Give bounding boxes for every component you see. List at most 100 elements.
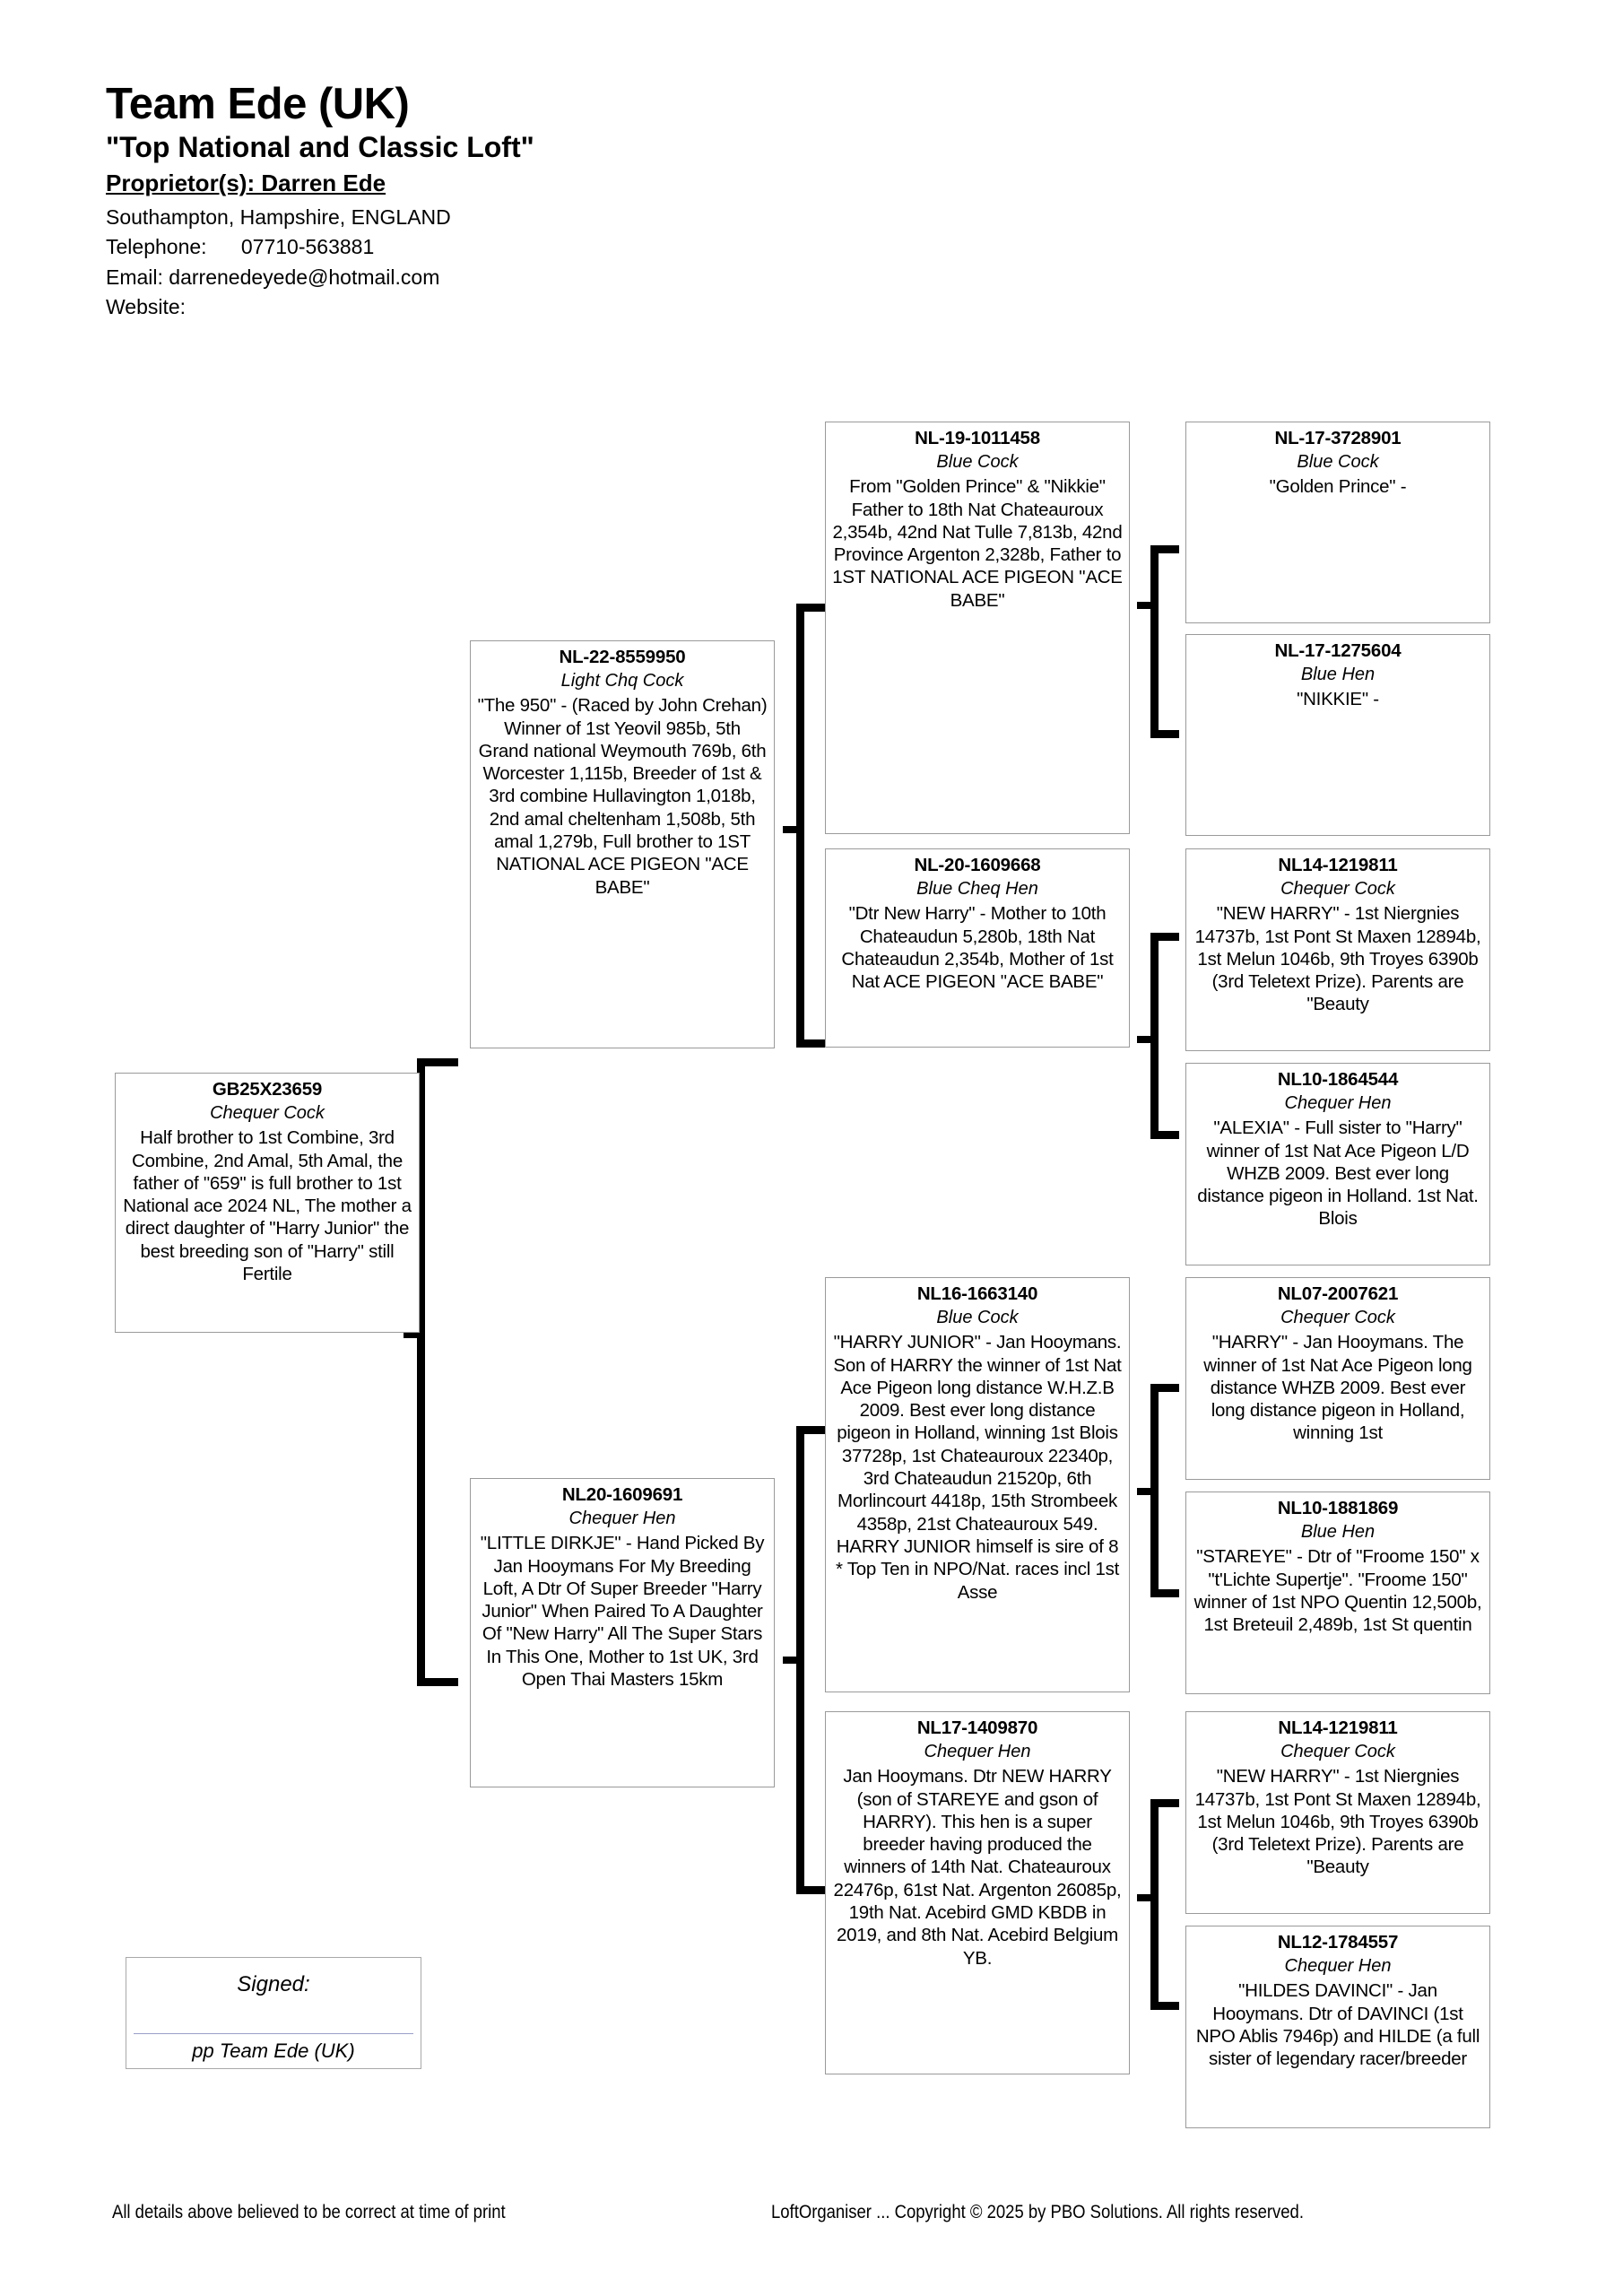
ss-sire-ring-number: NL-17-3728901 [1274, 428, 1402, 448]
pedigree-box-subject[interactable]: GB25X23659 Chequer Cock Half brother to … [115, 1073, 420, 1333]
connector-sire-in [783, 826, 801, 833]
connector-ds-in [1137, 1488, 1155, 1495]
ds-dam-notes: "STAREYE" - Dtr of "Froome 150" x "t'Lic… [1193, 1546, 1482, 1636]
connector-dam-to-dd [796, 1886, 829, 1894]
pedigree-box-ss-sire[interactable]: NL-17-3728901 Blue Cock "Golden Prince" … [1185, 422, 1490, 623]
footer-copyright: LoftOrganiser ... Copyright © 2025 by PB… [771, 2202, 1304, 2222]
sd-dam-ring-number: NL10-1864544 [1277, 1069, 1399, 1090]
sire-sire-notes: From "Golden Prince" & "Nikkie" Father t… [832, 476, 1123, 611]
connector-ds-to-sire [1150, 1384, 1179, 1392]
ds-sire-ring-number: NL07-2007621 [1277, 1283, 1399, 1304]
connector-sd-to-dam [1150, 1131, 1179, 1139]
dd-dam-ring-number: NL12-1784557 [1277, 1932, 1399, 1952]
dam-ring-number: NL20-1609691 [561, 1484, 683, 1505]
connector-sire-to-ss [796, 604, 829, 612]
pedigree-box-ss-dam[interactable]: NL-17-1275604 Blue Hen "NIKKIE" - [1185, 634, 1490, 836]
connector-sire-spine [796, 604, 804, 1048]
footer-disclaimer: All details above believed to be correct… [112, 2202, 506, 2222]
dam-sire-ring-number: NL16-1663140 [916, 1283, 1038, 1304]
connector-sd-in [1137, 1036, 1155, 1043]
signed-label: Signed: [237, 1972, 310, 1996]
dam-sire-notes: "HARRY JUNIOR" - Jan Hooymans. Son of HA… [833, 1332, 1122, 1603]
proprietor-line: Proprietor(s): Darren Ede [106, 170, 386, 197]
sire-colour-sex: Light Chq Cock [560, 671, 684, 691]
sd-sire-colour-sex: Chequer Cock [1280, 879, 1395, 900]
ss-sire-notes: "Golden Prince" - [1269, 476, 1407, 498]
sd-dam-notes: "ALEXIA" - Full sister to "Harry" winner… [1197, 1118, 1479, 1230]
ss-dam-notes: "NIKKIE" - [1297, 689, 1379, 710]
signature-box[interactable]: Signed: pp Team Ede (UK) [126, 1957, 427, 2074]
dam-colour-sex: Chequer Hen [568, 1509, 676, 1529]
pedigree-box-sd-sire[interactable]: NL14-1219811 Chequer Cock "NEW HARRY" - … [1185, 848, 1490, 1051]
sire-sire-colour-sex: Blue Cock [936, 452, 1019, 473]
sd-sire-notes: "NEW HARRY" - 1st Niergnies 14737b, 1st … [1194, 903, 1481, 1015]
pedigree-box-ds-sire[interactable]: NL07-2007621 Chequer Cock "HARRY" - Jan … [1185, 1277, 1490, 1480]
subject-notes: Half brother to 1st Combine, 3rd Combine… [123, 1127, 412, 1285]
connector-ss-spine [1150, 545, 1159, 738]
pedigree-box-dam[interactable]: NL20-1609691 Chequer Hen "LITTLE DIRKJE"… [470, 1478, 775, 1787]
sire-sire-ring-number: NL-19-1011458 [915, 428, 1040, 448]
ds-dam-ring-number: NL10-1881869 [1277, 1498, 1399, 1518]
connector-dd-to-sire [1150, 1799, 1179, 1807]
connector-dam-to-ds [796, 1426, 829, 1434]
sire-dam-notes: "Dtr New Harry" - Mother to 10th Chateau… [841, 903, 1114, 993]
pedigree-box-dam-sire[interactable]: NL16-1663140 Blue Cock "HARRY JUNIOR" - … [825, 1277, 1130, 1692]
ss-sire-colour-sex: Blue Cock [1297, 452, 1379, 473]
connector-dd-to-dam [1150, 2002, 1179, 2010]
pedigree-box-ds-dam[interactable]: NL10-1881869 Blue Hen "STAREYE" - Dtr of… [1185, 1492, 1490, 1694]
pedigree-box-sd-dam[interactable]: NL10-1864544 Chequer Hen "ALEXIA" - Full… [1185, 1063, 1490, 1265]
dam-sire-colour-sex: Blue Cock [936, 1308, 1019, 1328]
connector-dd-spine [1150, 1799, 1159, 2010]
ss-dam-ring-number: NL-17-1275604 [1274, 640, 1402, 661]
signature-rule [134, 2033, 413, 2034]
pedigree-box-sire-dam[interactable]: NL-20-1609668 Blue Cheq Hen "Dtr New Har… [825, 848, 1130, 1048]
telephone-line: Telephone: 07710-563881 [106, 235, 375, 259]
subject-colour-sex: Chequer Cock [210, 1103, 325, 1124]
website-line: Website: [106, 295, 187, 319]
ss-dam-colour-sex: Blue Hen [1300, 665, 1376, 685]
loft-name: Team Ede (UK) [106, 80, 410, 128]
sire-dam-ring-number: NL-20-1609668 [914, 855, 1041, 875]
dam-dam-colour-sex: Chequer Hen [924, 1742, 1031, 1762]
connector-subject-in [404, 1331, 421, 1338]
subject-ring-number: GB25X23659 [212, 1079, 323, 1100]
dd-dam-notes: "HILDES DAVINCI" - Jan Hooymans. Dtr of … [1195, 1980, 1480, 2070]
dd-sire-notes: "NEW HARRY" - 1st Niergnies 14737b, 1st … [1194, 1766, 1481, 1878]
address-line: Southampton, Hampshire, ENGLAND [106, 204, 451, 229]
pedigree-box-dam-dam[interactable]: NL17-1409870 Chequer Hen Jan Hooymans. D… [825, 1711, 1130, 2074]
dam-dam-notes: Jan Hooymans. Dtr NEW HARRY (son of STAR… [833, 1766, 1122, 1969]
pedigree-box-dd-dam[interactable]: NL12-1784557 Chequer Hen "HILDES DAVINCI… [1185, 1926, 1490, 2128]
sd-dam-colour-sex: Chequer Hen [1284, 1093, 1392, 1114]
pedigree-box-sire[interactable]: NL-22-8559950 Light Chq Cock "The 950" -… [470, 640, 775, 1048]
ds-sire-colour-sex: Chequer Cock [1280, 1308, 1395, 1328]
connector-ss-in [1137, 602, 1155, 609]
connector-dam-in [783, 1657, 801, 1664]
ds-dam-colour-sex: Blue Hen [1300, 1522, 1376, 1543]
email-line: Email: darrenedeyede@hotmail.com [106, 265, 440, 289]
connector-subject-to-dam [417, 1678, 458, 1686]
dam-dam-ring-number: NL17-1409870 [916, 1718, 1038, 1738]
sire-ring-number: NL-22-8559950 [559, 647, 686, 667]
connector-ss-to-sire [1150, 545, 1179, 553]
loft-tagline: "Top National and Classic Loft" [106, 130, 534, 163]
sire-notes: "The 950" - (Raced by John Crehan) Winne… [477, 695, 768, 898]
dam-notes: "LITTLE DIRKJE" - Hand Picked By Jan Hoo… [480, 1533, 765, 1691]
connector-ss-to-dam [1150, 730, 1179, 738]
sire-dam-colour-sex: Blue Cheq Hen [916, 879, 1038, 900]
dd-dam-colour-sex: Chequer Hen [1284, 1956, 1392, 1977]
dd-sire-colour-sex: Chequer Cock [1280, 1742, 1395, 1762]
pedigree-box-sire-sire[interactable]: NL-19-1011458 Blue Cock From "Golden Pri… [825, 422, 1130, 834]
connector-sd-to-sire [1150, 933, 1179, 941]
connector-sire-to-sd [796, 1039, 829, 1048]
signed-by-label: pp Team Ede (UK) [192, 2039, 355, 2062]
connector-ds-to-dam [1150, 1589, 1179, 1597]
pedigree-box-dd-sire[interactable]: NL14-1219811 Chequer Cock "NEW HARRY" - … [1185, 1711, 1490, 1914]
dd-sire-ring-number: NL14-1219811 [1278, 1718, 1398, 1738]
connector-dd-in [1137, 1894, 1155, 1901]
sd-sire-ring-number: NL14-1219811 [1278, 855, 1398, 875]
connector-subject-to-sire [417, 1058, 458, 1066]
connector-subject-spine [417, 1058, 425, 1686]
ds-sire-notes: "HARRY" - Jan Hooymans. The winner of 1s… [1203, 1332, 1472, 1444]
loft-header: Team Ede (UK) "Top National and Classic … [106, 81, 913, 322]
